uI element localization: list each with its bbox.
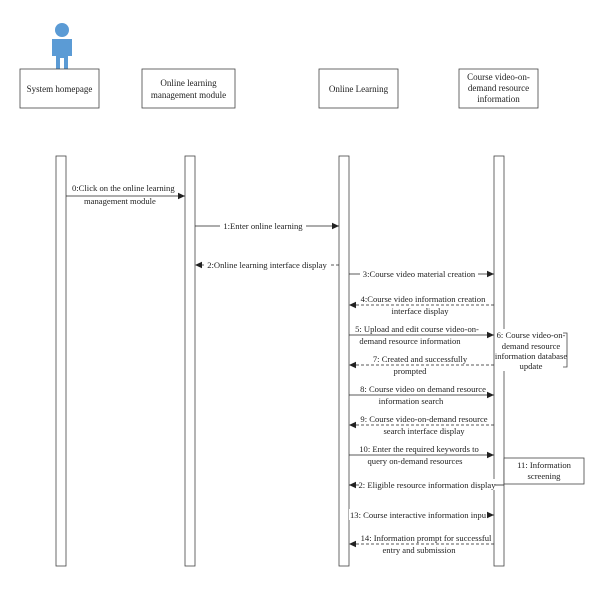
message-9: 9: Course video-on-demand resource searc… [349, 414, 494, 436]
message-label: 1:Enter online learning [223, 221, 303, 231]
message-label: 0:Click on the online learning [72, 183, 175, 193]
header-label: management module [151, 90, 226, 100]
header-label: Online Learning [329, 84, 389, 94]
header-label: demand resource [468, 83, 529, 93]
message-label: information search [379, 396, 444, 406]
lifeline-header-online: Online Learning [318, 68, 399, 109]
message-12: 2: Eligible resource information display [349, 479, 504, 490]
message-label: update [520, 361, 543, 371]
message-label: 5: Upload and edit course video-on- [355, 324, 479, 334]
message-label: demand resource [502, 341, 561, 351]
message-7: 7: Created and successfully prompted [349, 354, 494, 376]
message-label: search interface display [383, 426, 465, 436]
header-label: System homepage [27, 84, 93, 94]
message-label: 11: Information [517, 460, 572, 470]
message-label: 6: Course video-on- [497, 330, 566, 340]
user-icon [52, 23, 72, 72]
message-14: 14: Information prompt for successful en… [349, 533, 494, 555]
message-10: 10: Enter the required keywords to query… [349, 444, 494, 466]
header-label: Online learning [160, 78, 217, 88]
message-label: 2: Eligible resource information display [359, 480, 497, 490]
message-label: 8: Course video on demand resource [360, 384, 486, 394]
message-label: 9: Course video-on-demand resource [360, 414, 487, 424]
message-label: prompted [394, 366, 428, 376]
message-label: demand resource information [359, 336, 461, 346]
message-label: information database [495, 351, 567, 361]
lifeline-header-resource: Course video-on- demand resource informa… [458, 68, 539, 109]
message-label: 7: Created and successfully [373, 354, 468, 364]
activation-bar-online [338, 155, 350, 567]
activation-bar-module [184, 155, 196, 567]
header-label: Course video-on- [467, 72, 530, 82]
message-11: 11: Information screening [503, 457, 585, 485]
message-label: 3:Course video material creation [363, 269, 476, 279]
message-0: 0:Click on the online learning managemen… [66, 183, 185, 206]
message-label: 10: Enter the required keywords to [359, 444, 479, 454]
header-label: information [477, 94, 520, 104]
message-label: management module [84, 196, 156, 206]
message-6: 6: Course video-on- demand resource info… [495, 329, 568, 371]
message-4: 4:Course video information creation inte… [349, 294, 494, 316]
message-label: 4:Course video information creation [361, 294, 487, 304]
message-8: 8: Course video on demand resource infor… [349, 384, 494, 406]
message-label: interface display [391, 306, 449, 316]
message-label: 2:Online learning interface display [207, 260, 327, 270]
message-label: 13: Course interactive information inpu [350, 510, 487, 520]
message-3: 3:Course video material creation [349, 268, 494, 279]
lifeline-header-module: Online learning management module [141, 68, 236, 109]
activation-bar-homepage [55, 155, 67, 567]
message-2: 2:Online learning interface display [195, 259, 339, 270]
message-label: entry and submission [382, 545, 456, 555]
message-label: 14: Information prompt for successful [361, 533, 492, 543]
message-5: 5: Upload and edit course video-on- dema… [349, 324, 494, 346]
message-label: query on-demand resources [368, 456, 464, 466]
lifeline-header-homepage: System homepage [19, 68, 100, 109]
message-1: 1:Enter online learning [195, 220, 339, 231]
message-label: screening [528, 471, 562, 481]
message-13: 13: Course interactive information inpu [349, 509, 494, 520]
